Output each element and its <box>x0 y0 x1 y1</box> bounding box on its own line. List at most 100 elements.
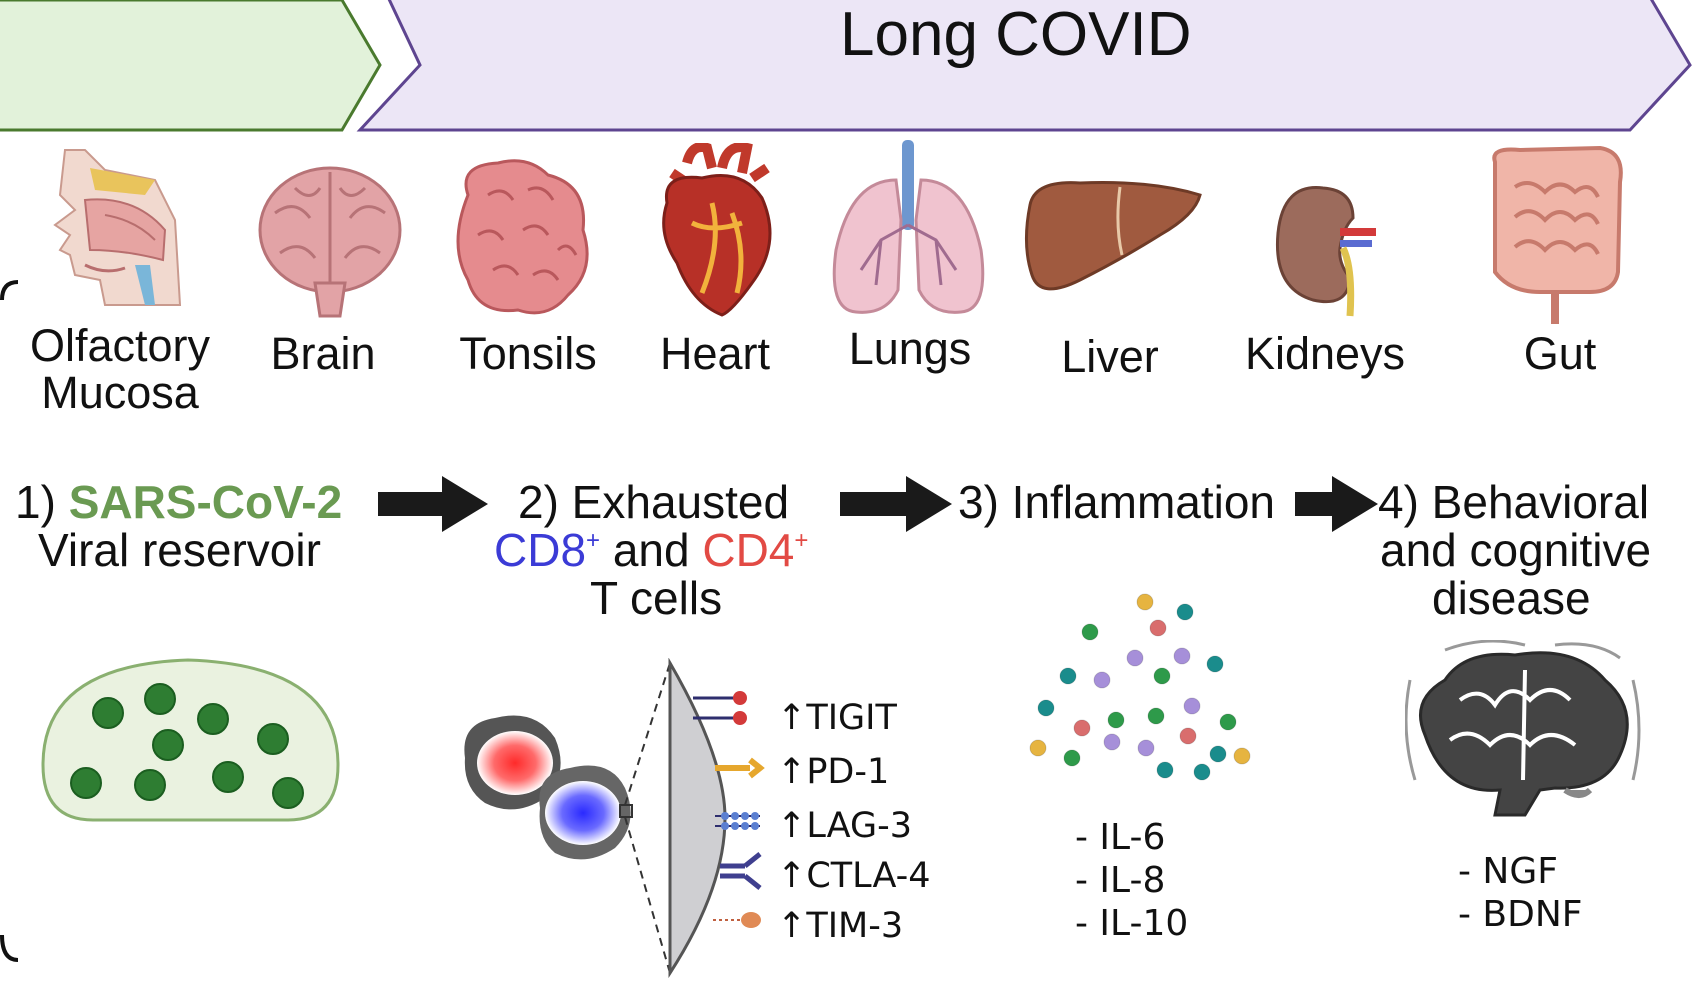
step-1-line2: Viral reservoir <box>38 524 321 576</box>
left-bracket <box>0 280 19 962</box>
step-3-line1: 3) Inflammation <box>958 476 1276 528</box>
cytokine-il10: - IL-10 <box>1075 903 1189 945</box>
cd8-nucleus <box>545 781 621 845</box>
marker-pd1: ↑PD-1 <box>777 752 890 792</box>
cytokine-particle <box>1037 699 1055 717</box>
marker-tigit: ↑TIGIT <box>777 698 897 738</box>
organ-label-olfactory-line2: Mucosa <box>41 367 199 419</box>
tonsils-icon <box>456 159 589 315</box>
neurotrophin-list: - NGF - BDNF <box>1458 850 1583 936</box>
cytokine-particle <box>1173 647 1191 665</box>
cytokine-il6: - IL-6 <box>1075 817 1166 858</box>
flow-arrows <box>378 476 1378 532</box>
cd4-nucleus <box>477 731 553 795</box>
step-1-label: 1) SARS-CoV-2 <box>15 478 342 526</box>
arrow-1-to-2 <box>378 476 488 532</box>
step-1-virus-name: SARS-CoV-2 <box>68 476 343 528</box>
long-covid-title: Long COVID <box>840 0 1192 69</box>
step-4-line3: disease <box>1432 572 1591 624</box>
virus-particles <box>70 683 304 809</box>
step-1-prefix: 1) <box>15 476 69 528</box>
cytokine-particle <box>1233 747 1251 765</box>
virus-particle <box>144 683 176 715</box>
cytokine-cloud <box>1029 593 1251 781</box>
cytokine-particle <box>1183 697 1201 715</box>
virus-particle <box>92 697 124 729</box>
acute-phase-chevron <box>0 0 382 132</box>
organ-label-heart: Heart <box>659 328 771 379</box>
cytokine-particle <box>1063 749 1081 767</box>
organ-label-kidneys: Kidneys <box>1244 328 1406 379</box>
dark-brain-icon <box>1405 640 1641 817</box>
viral-reservoir-illustration <box>41 658 340 822</box>
virus-particle <box>212 761 244 793</box>
tigit-receptor <box>693 691 747 725</box>
cytokine-particle <box>1153 667 1171 685</box>
cytokine-il8: - IL-8 <box>1075 860 1166 902</box>
cytokine-particle <box>1093 671 1111 689</box>
olfactory-mucosa-icon <box>53 149 182 306</box>
cytokine-particle <box>1179 727 1197 745</box>
membrane-section <box>668 658 727 978</box>
long-covid-chevron <box>356 0 1692 132</box>
step-2-and: and <box>600 524 703 576</box>
cd4-plus: + <box>794 527 809 554</box>
arrow-3-to-4 <box>1295 476 1378 532</box>
cytokine-particle <box>1073 719 1091 737</box>
neuro-bdnf: - BDNF <box>1458 894 1583 936</box>
organ-label-gut: Gut <box>1523 328 1597 379</box>
pd1-receptor <box>715 757 765 779</box>
kidneys-icon <box>1275 186 1376 317</box>
neuro-ngf: - NGF <box>1458 851 1558 892</box>
step-4-line2: and cognitive <box>1380 524 1652 576</box>
cytokine-particle <box>1149 619 1167 637</box>
organ-label-liver: Liver <box>1061 331 1159 382</box>
virus-particle <box>70 767 102 799</box>
cytokine-particle <box>1176 603 1194 621</box>
step-4-line1: 4) Behavioral <box>1378 476 1650 528</box>
marker-lag3: ↑LAG-3 <box>777 806 912 846</box>
cytokine-particle <box>1137 739 1155 757</box>
organ-label-olfactory-mucosa: Olfactory Mucosa <box>20 322 220 417</box>
organ-label-lungs: Lungs <box>848 323 972 374</box>
virus-particle <box>272 777 304 809</box>
cytokine-particle <box>1107 711 1125 729</box>
lungs-icon <box>832 140 985 314</box>
arrow-2-to-3 <box>840 476 952 532</box>
cytokine-particle <box>1136 593 1154 611</box>
virus-particle <box>152 729 184 761</box>
cytokine-particle <box>1081 623 1099 641</box>
organ-label-tonsils: Tonsils <box>459 328 597 379</box>
marker-ctla4: ↑CTLA-4 <box>777 856 931 896</box>
cytokine-particles <box>1029 593 1251 781</box>
cytokine-particle <box>1059 667 1077 685</box>
heart-icon <box>662 143 772 317</box>
marker-tim3: ↑TIM-3 <box>777 906 904 946</box>
cytokine-particle <box>1206 655 1224 673</box>
t-cell-illustration <box>464 658 765 978</box>
cytokine-particle <box>1029 739 1047 757</box>
brain-icon <box>258 166 402 318</box>
cytokine-particle <box>1126 649 1144 667</box>
cytokine-particle <box>1103 733 1121 751</box>
gut-icon <box>1492 145 1623 324</box>
cytokine-particle <box>1219 713 1237 731</box>
step-2-line3: T cells <box>590 572 723 624</box>
tim3-receptor <box>713 912 761 928</box>
cytokine-particle <box>1147 707 1165 725</box>
cd8-label: CD8 <box>494 524 587 576</box>
virus-particle <box>257 723 289 755</box>
cytokine-particle <box>1193 763 1211 781</box>
step-2-line2: CD8+ and CD4+ <box>494 526 808 574</box>
organ-label-olfactory-line1: Olfactory <box>29 320 211 371</box>
ctla4-receptor <box>720 852 762 890</box>
cd4-label: CD4 <box>702 524 795 576</box>
liver-icon <box>1024 181 1202 291</box>
cd8-plus: + <box>586 527 601 554</box>
header-banner <box>0 0 1692 132</box>
organ-label-brain: Brain <box>270 328 376 379</box>
cytokine-list: - IL-6 - IL-8 - IL-10 <box>1075 816 1188 946</box>
step-2-line1: 2) Exhausted <box>518 476 790 528</box>
virus-particle <box>197 703 229 735</box>
